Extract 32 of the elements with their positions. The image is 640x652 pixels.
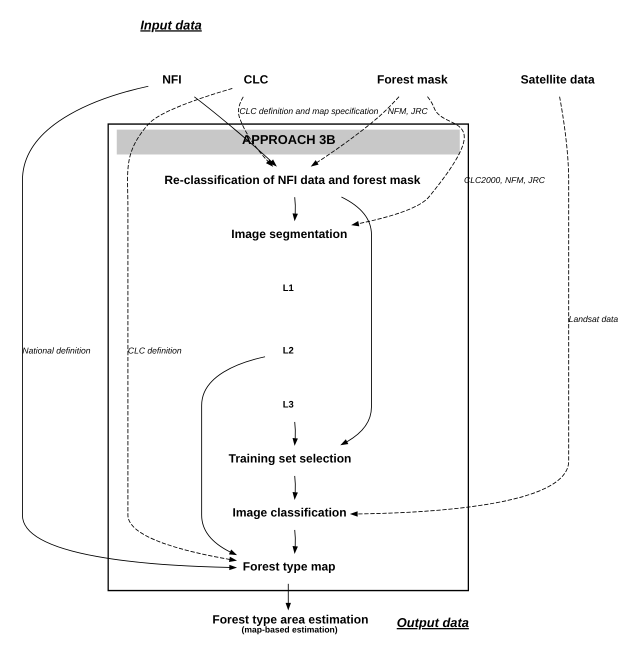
node-text: Forest type area estimation (map-based estimation) [212, 612, 368, 635]
node-text: L3 [282, 398, 294, 410]
node-text: Image classification [232, 506, 347, 520]
edge-label: CLC definition [128, 345, 182, 356]
node-text: Forest mask [377, 72, 448, 86]
arrow [292, 530, 298, 554]
arrow [310, 96, 400, 167]
arrow [292, 475, 298, 500]
arrow [340, 196, 372, 446]
arrow [201, 356, 266, 556]
arrow [238, 96, 274, 167]
arrow [286, 583, 291, 611]
node-text: NFI [162, 72, 182, 86]
label: Output data [396, 615, 469, 630]
edge-label: CLC definition and map specification [239, 106, 378, 116]
edge-label: Landsat data [568, 314, 618, 324]
node-text: Image segmentation [231, 226, 348, 241]
arrow [350, 96, 570, 517]
arrow [22, 86, 238, 570]
arrow [127, 88, 238, 562]
node-text: CLC [244, 72, 268, 86]
node-text: Forest type map [242, 560, 336, 574]
arrow [351, 96, 464, 226]
node-text: Satellite data [520, 72, 595, 86]
node-text: Training set selection [228, 452, 352, 466]
node-text: Re-classification of NFI data and forest mask [164, 172, 420, 187]
node-text: L2 [282, 344, 294, 356]
edge-label: NFM, JRC [388, 106, 428, 116]
arrow [292, 196, 298, 222]
label: Input data [140, 17, 202, 32]
arrow [292, 421, 298, 446]
node-text: L1 [282, 282, 294, 294]
